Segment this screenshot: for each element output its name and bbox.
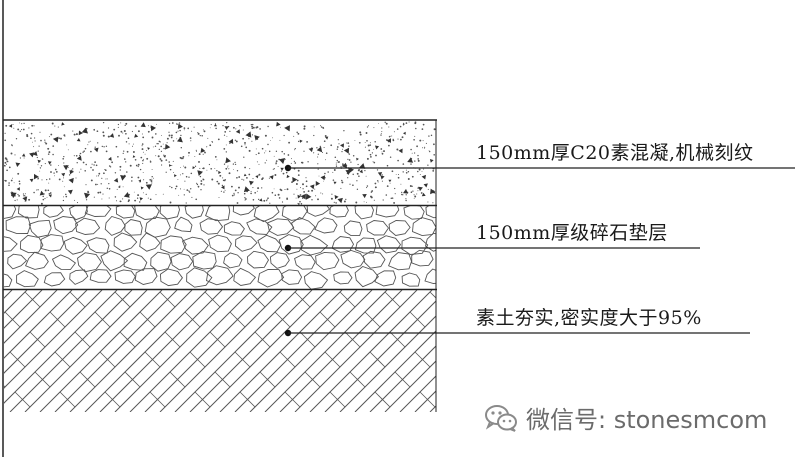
gravel-pebble-pattern — [4, 206, 436, 289]
label-gravel: 150mm厚级碎石垫层 — [476, 222, 668, 244]
concrete-speckle-pattern — [4, 121, 436, 205]
leader-gravel — [284, 244, 700, 252]
watermark: 微信号: stonesmcom — [484, 400, 767, 435]
label-concrete: 150mm厚C20素混凝,机械刻纹 — [476, 142, 754, 164]
label-soil: 素土夯实,密实度大于95% — [476, 307, 702, 329]
leader-soil — [284, 329, 750, 337]
wechat-icon — [485, 404, 517, 432]
soil-hatch-pattern — [4, 290, 436, 412]
leader-concrete — [284, 164, 795, 172]
watermark-text: 微信号: stonesmcom — [526, 406, 768, 434]
